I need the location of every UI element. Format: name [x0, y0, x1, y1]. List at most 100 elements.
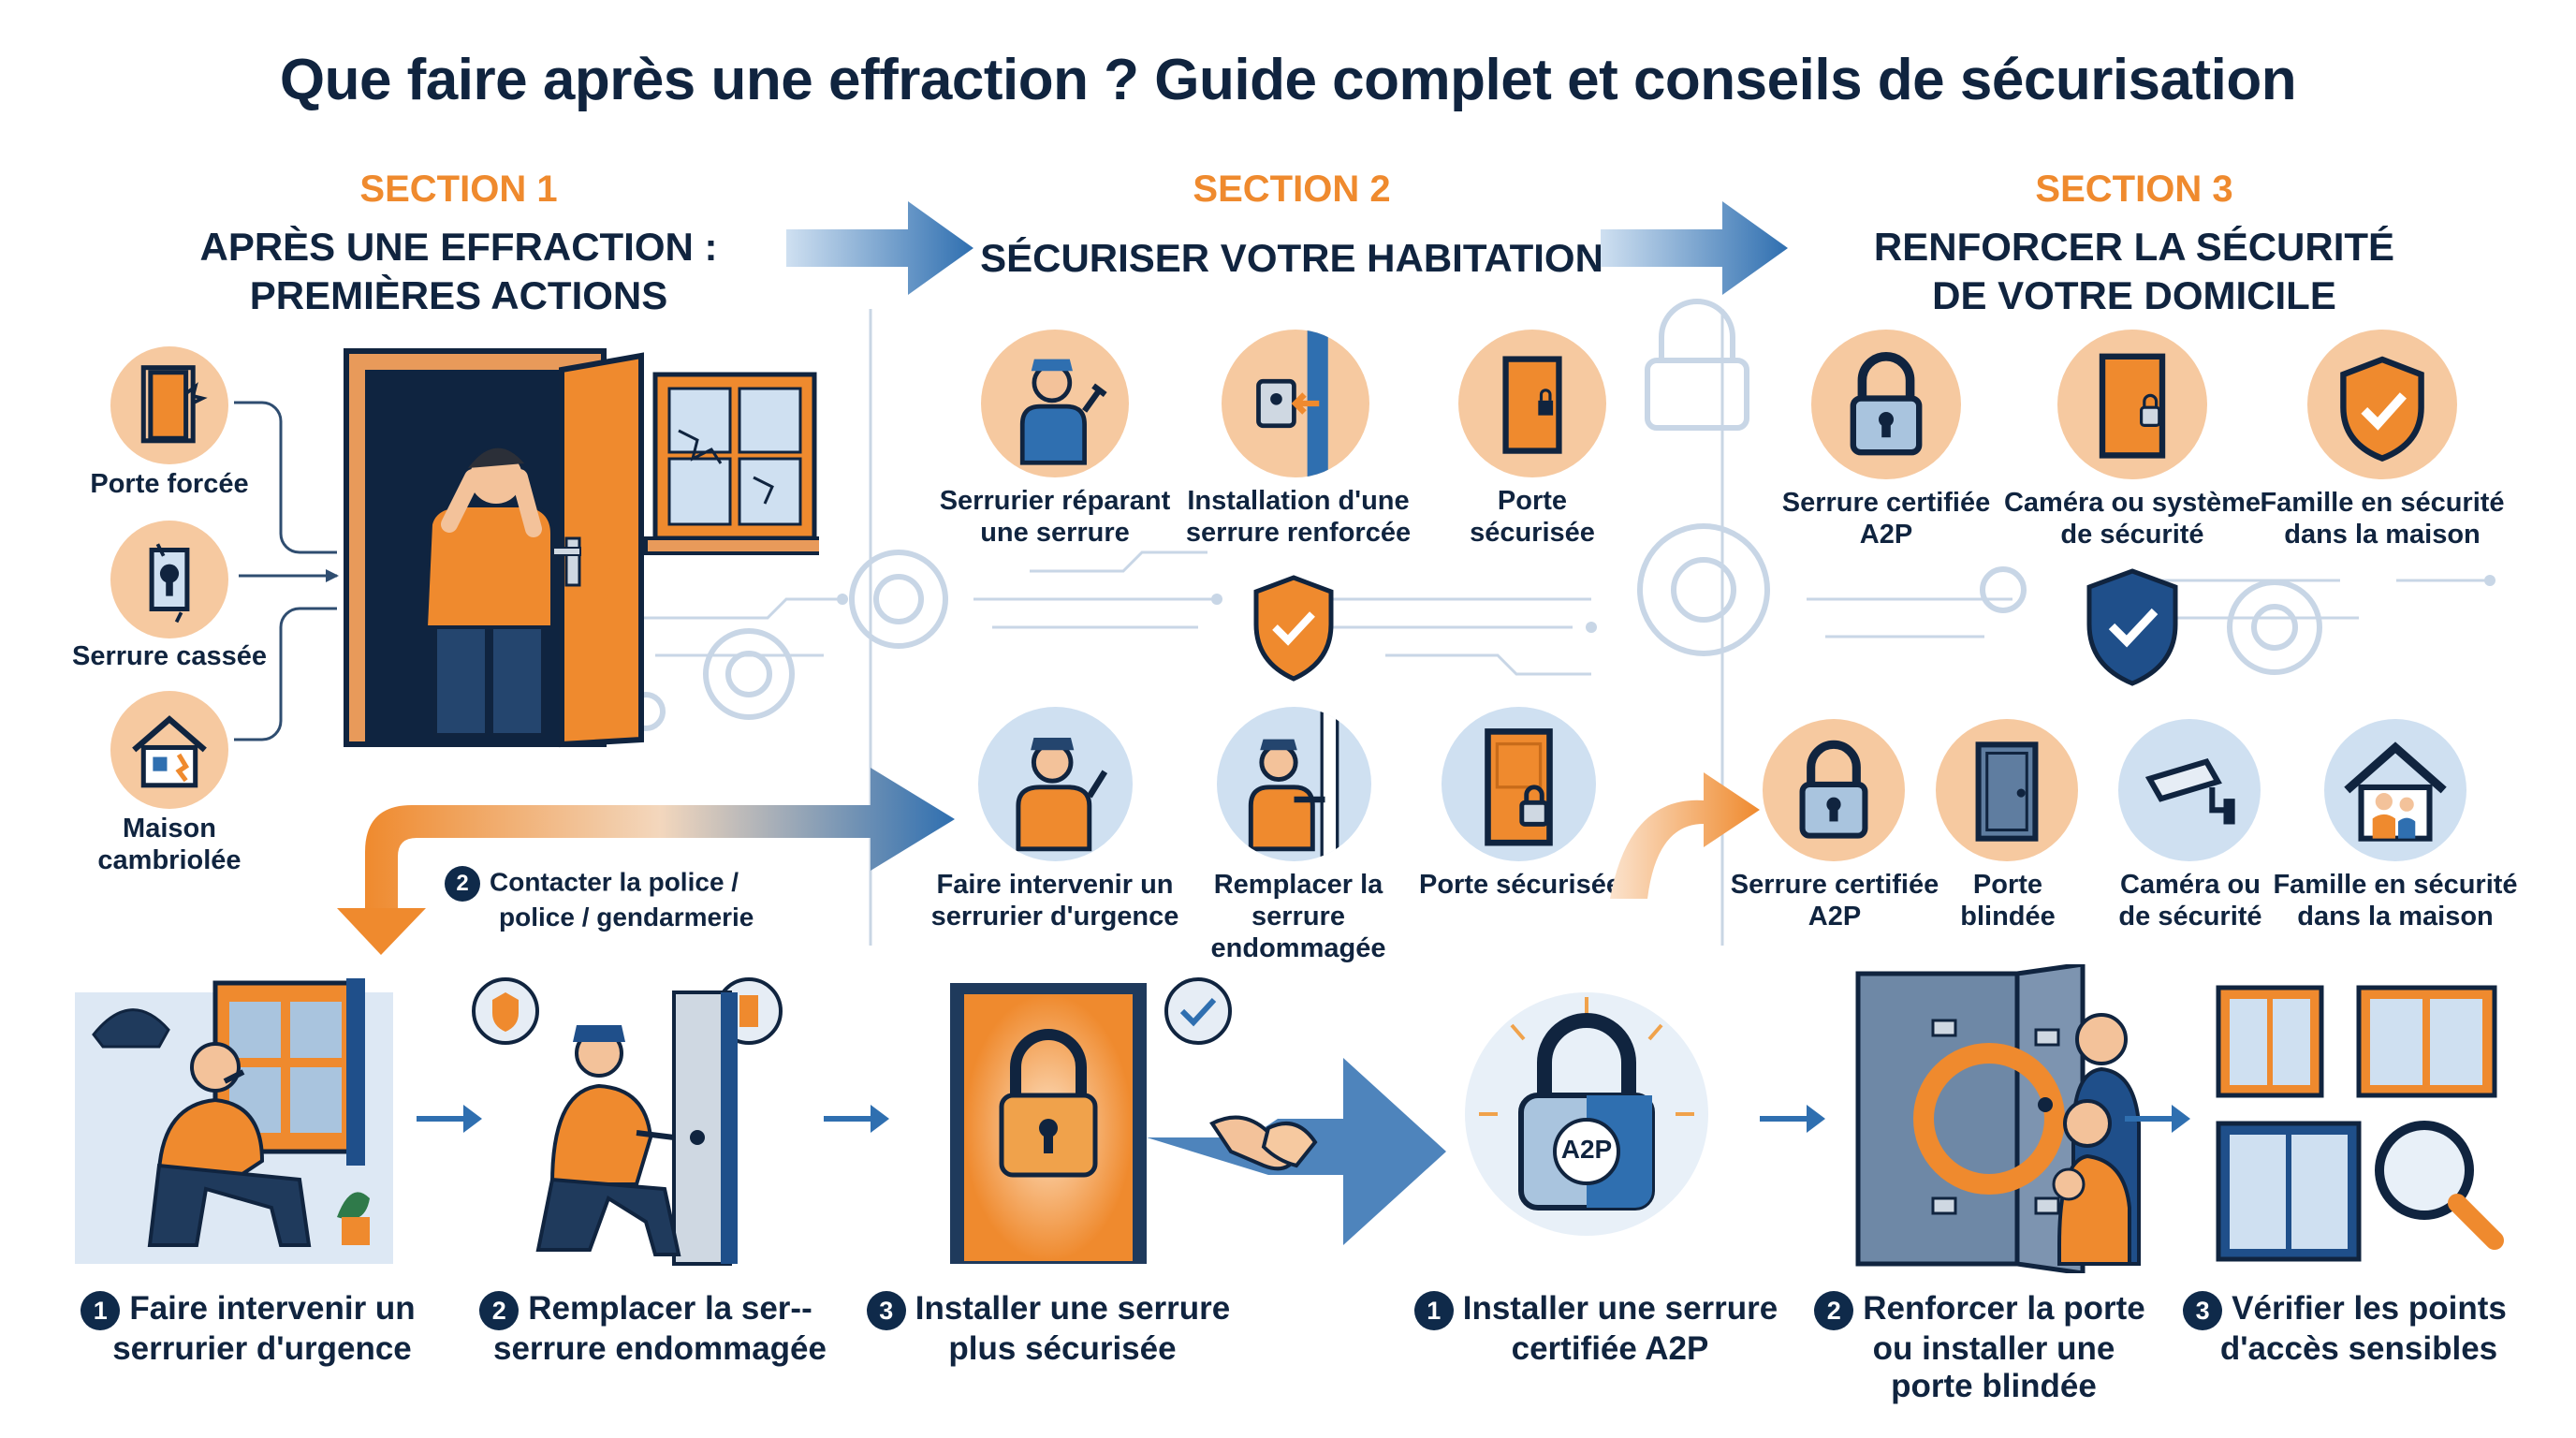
label-line1: Installation d'une	[1187, 486, 1410, 516]
step-line3: porte blindée	[1891, 1367, 2097, 1404]
step-line2: d'accès sensibles	[2219, 1329, 2498, 1367]
label-line2: endommagée	[1210, 933, 1386, 963]
step-line1: Renforcer la porte	[1863, 1290, 2145, 1327]
step-number: 1	[80, 1290, 121, 1330]
windows-inspection-illustration	[2216, 985, 2504, 1262]
section1-label: SECTION 1	[359, 169, 558, 210]
label-line1: Serrure certifiée	[1730, 870, 1939, 900]
label-line1: Porte	[1972, 870, 2043, 900]
a2p-badge: A2P	[1560, 1135, 1613, 1164]
armored-door-family-illustration	[1855, 964, 2141, 1273]
family-house-icon	[2324, 719, 2466, 861]
section1-item-label: Serrure cassée	[72, 641, 267, 671]
door-lock-icon	[2057, 330, 2207, 479]
label-line2: de sécurité	[2118, 902, 2262, 932]
padlock-icon	[1763, 719, 1905, 861]
curved-arrow-icon	[337, 768, 955, 955]
step-number: 2	[479, 1290, 520, 1330]
page-title: Que faire après une effraction ? Guide c…	[279, 48, 2297, 112]
step-line1: Vérifier les points	[2232, 1290, 2507, 1327]
section1-title-line1: APRÈS UNE EFFRACTION :	[199, 225, 718, 269]
label-line2: A2P	[1808, 902, 1862, 932]
label-line1: Famille en sécurité	[2273, 870, 2518, 900]
locksmith-repair-illustration	[472, 977, 783, 1266]
burgled-house-icon	[110, 691, 228, 809]
step-line1: Remplacer la ser--	[528, 1290, 812, 1327]
section1-item-label: Porte forcée	[90, 469, 249, 499]
emergency-locksmith-icon	[978, 707, 1133, 861]
armored-door-icon	[1936, 719, 2078, 861]
label-line2: serrure renforcée	[1185, 518, 1412, 548]
arrow-right-icon	[2125, 1105, 2190, 1133]
shield-check-icon	[2307, 330, 2457, 479]
contact-line1: Contacter la police /	[490, 867, 739, 897]
contact-line2: police / gendarmerie	[499, 902, 754, 932]
section3-title: RENFORCER LA SÉCURITÉ DE VOTRE DOMICILE	[1835, 223, 2434, 320]
section3-label: SECTION 3	[2035, 169, 2233, 210]
arrow-right-icon	[1601, 201, 1788, 295]
locksmith-icon	[981, 330, 1129, 477]
step-number: 3	[2183, 1290, 2223, 1330]
label-line1: Serrure certifiée	[1781, 488, 1991, 518]
label-line2: dans la maison	[2297, 902, 2494, 932]
step-line1: Faire intervenir un	[129, 1290, 416, 1327]
label-line1: Caméra ou	[2120, 870, 2261, 900]
forced-door-illustration	[344, 348, 819, 748]
a2p-padlock-illustration	[1465, 992, 1708, 1236]
camera-icon	[2118, 719, 2261, 861]
label-line2: blindée	[1960, 902, 2056, 932]
section2-title: SÉCURISER VOTRE HABITATION	[980, 236, 1603, 280]
label-line1: Famille en sécurité	[2260, 488, 2505, 518]
section3-title-line2: DE VOTRE DOMICILE	[1932, 273, 2336, 317]
section1-item-label-text: Maison cambriolée	[97, 814, 242, 875]
broken-lock-icon	[110, 521, 228, 638]
label-line2: une serrure	[980, 518, 1130, 548]
label-line1: Caméra ou système	[2003, 488, 2261, 518]
shield-check-icon	[2086, 568, 2178, 686]
reinforced-lock-icon	[1222, 330, 1369, 477]
section1-item-label: Maison cambriolée	[56, 813, 283, 876]
section1-title-line2: PREMIÈRES ACTIONS	[249, 273, 668, 317]
arrow-right-icon	[417, 1105, 482, 1133]
step-line2: serrurier d'urgence	[112, 1329, 412, 1367]
step-line1: Installer une serrure	[915, 1290, 1231, 1327]
section2-row2-label: Porte sécurisée	[1415, 869, 1625, 901]
phone-call-illustration	[75, 978, 393, 1264]
label-line2: serrurier d'urgence	[930, 902, 1179, 932]
label-line1: Serrurier réparant	[939, 486, 1171, 516]
section2-label: SECTION 2	[1193, 169, 1391, 210]
label-line2: sécurisée	[1470, 518, 1595, 548]
label-line2: de sécurité	[2060, 520, 2204, 550]
padlock-icon	[1811, 330, 1961, 479]
label-line2: A2P	[1859, 520, 1913, 550]
step-number: 1	[1413, 1290, 1454, 1330]
arrow-right-icon	[1760, 1105, 1825, 1133]
step-line2: certifiée A2P	[1511, 1329, 1709, 1367]
forced-door-icon	[110, 346, 228, 464]
label-line1: Remplacer la serrure	[1213, 870, 1383, 932]
arrow-right-icon	[786, 201, 973, 295]
arrow-right-icon	[824, 1105, 889, 1133]
label-line1: Porte	[1497, 486, 1568, 516]
step-line2: ou installer une	[1872, 1329, 2115, 1367]
section1-title: APRÈS UNE EFFRACTION : PREMIÈRES ACTIONS	[159, 223, 758, 320]
label-line1: Faire intervenir un	[936, 870, 1174, 900]
step-line1: Installer une serrure	[1462, 1290, 1778, 1327]
